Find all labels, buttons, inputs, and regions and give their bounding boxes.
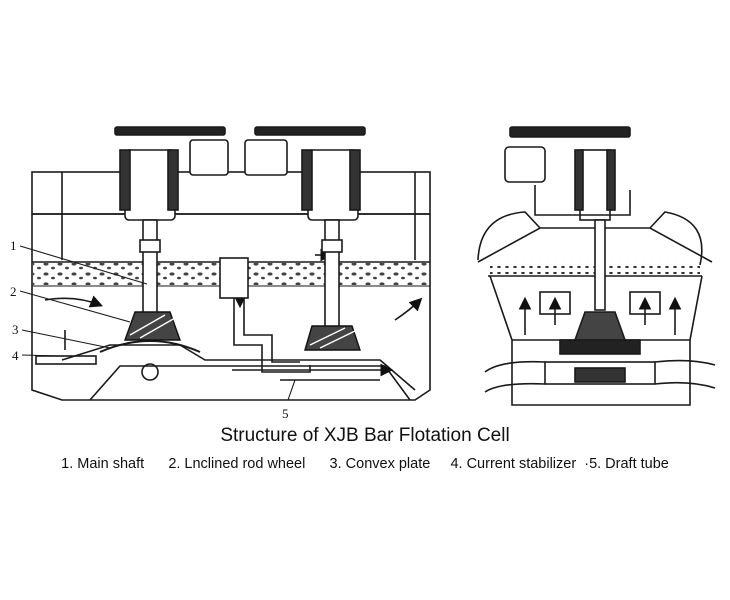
callout-4: 4 bbox=[12, 348, 19, 363]
callout-3: 3 bbox=[12, 322, 19, 337]
legend-item-inclined-rod-wheel: 2. Lnclined rod wheel bbox=[168, 456, 306, 472]
legend-item-main-shaft: 1. Main shaft bbox=[61, 456, 145, 472]
legend-item-current-stabilizer: 4. Current stabilizer bbox=[450, 456, 577, 472]
legend-item-convex-plate: 3. Convex plate bbox=[329, 456, 431, 472]
main-shaft bbox=[139, 219, 343, 331]
convex-plate bbox=[99, 340, 201, 353]
callout-leaders bbox=[19, 245, 296, 401]
end-section-view bbox=[477, 126, 716, 406]
callout-5: 5 bbox=[282, 406, 289, 421]
callout-1: 1 bbox=[10, 238, 17, 253]
inclined-rod-wheel bbox=[124, 311, 361, 351]
legend-item-draft-tube: ·5. Draft tube bbox=[584, 456, 669, 472]
diagram-title: Structure of XJB Bar Flotation Cell bbox=[220, 425, 510, 446]
drive-units-left bbox=[114, 126, 366, 221]
parts-legend: 1. Main shaft 2. Lnclined rod wheel 3. C… bbox=[0, 456, 730, 472]
callout-2: 2 bbox=[10, 284, 17, 299]
draft-tube bbox=[219, 257, 394, 381]
